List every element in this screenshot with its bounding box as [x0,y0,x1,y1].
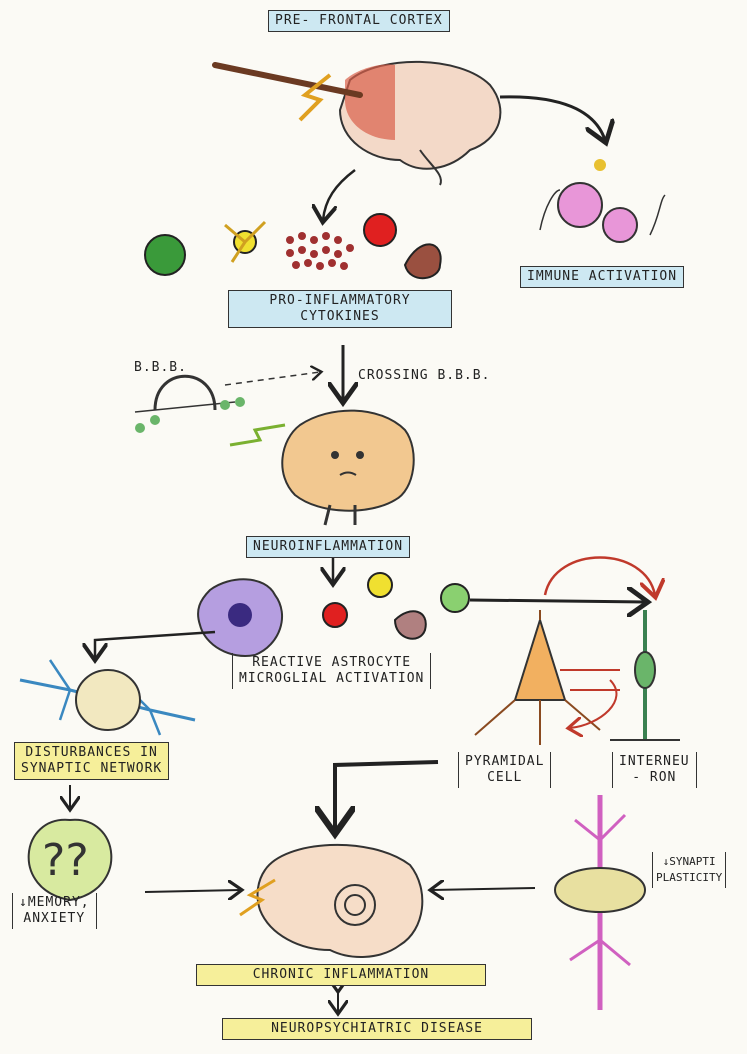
cytokine-cells-illustration [144,213,442,280]
synaptic-line-1: ↓SYNAPTI [662,855,716,868]
bbb-label: B.B.B. [134,360,187,375]
interneuron-line-1: INTERNEU [619,754,690,769]
memory-line-2: ANXIETY [23,911,86,926]
arrow-to-immune [499,95,605,140]
immune-activation-label: IMMUNE ACTIVATION [520,266,685,288]
activated-microglia-illustration [229,409,415,526]
pyramidal-line-2: CELL [487,770,523,785]
pyramidal-cell-illustration [474,610,601,745]
bbb-illustration [134,372,320,433]
neuroinflammation-label: NEUROINFLAMMATION [246,536,411,558]
pyramidal-line-1: PYRAMIDAL [465,754,545,769]
synaptic-network-illustration [19,659,196,736]
brain-bottom-illustration [239,843,424,958]
crossing-bbb-label: CROSSING B.B.B. [358,368,491,383]
astrocyte-line-1: REACTIVE ASTROCYTE [252,655,412,670]
disturbances-label: DISTURBANCES IN SYNAPTIC NETWORK [14,742,170,780]
arrow-to-cytokines [323,169,356,220]
arrow-to-neurons [469,600,645,602]
svg-text:??: ?? [42,835,89,886]
chronic-inflammation-label: CHRONIC INFLAMMATION [196,964,486,986]
plasticity-neuron-illustration [554,795,646,1010]
brain-top-illustration [212,60,502,186]
interneuron-line-2: - RON [632,770,677,785]
disturbances-line-1: DISTURBANCES IN [25,745,158,760]
astrocyte-line-2: MICROGLIAL ACTIVATION [239,671,425,686]
synaptic-plasticity-label: ↓SYNAPTI PLASTICITY [652,852,727,888]
interneuron-label: INTERNEU - RON [612,752,697,788]
immune-cells-illustration [539,159,666,243]
memory-apple-illustration: ?? [27,818,113,902]
reactive-cells-illustration [197,572,470,657]
cytokines-line-1: PRO-INFLAMMATORY [269,293,411,308]
pfc-label: PRE- FRONTAL CORTEX [268,10,450,32]
astrocyte-label: REACTIVE ASTROCYTE MICROGLIAL ACTIVATION [232,653,432,689]
pyramidal-cell-label: PYRAMIDAL CELL [458,752,552,788]
memory-anxiety-label: ↓MEMORY, ANXIETY [12,893,97,929]
arrow-to-chronic [335,760,439,830]
neuropsychiatric-disease-label: NEUROPSYCHIATRIC DISEASE [222,1018,532,1040]
cytokines-line-2: CYTOKINES [300,309,380,324]
cytokines-label: PRO-INFLAMMATORY CYTOKINES [228,290,452,328]
disturbances-line-2: SYNAPTIC NETWORK [21,761,163,776]
interneuron-illustration [610,610,680,741]
synaptic-line-2: PLASTICITY [656,871,723,884]
memory-line-1: ↓MEMORY, [19,895,90,910]
